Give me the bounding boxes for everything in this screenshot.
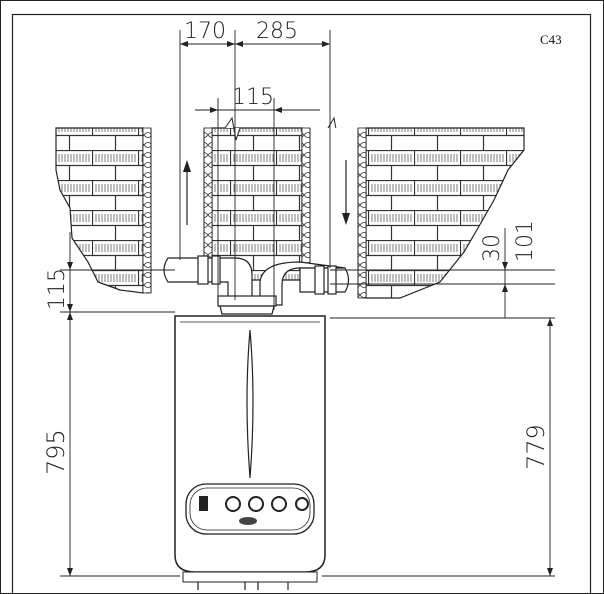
dimension-285-label: 285 bbox=[256, 19, 298, 44]
arrow-down-icon bbox=[342, 213, 350, 225]
boiler-front-stripe bbox=[246, 329, 254, 479]
boiler-unit bbox=[174, 315, 326, 590]
arrow-up-icon bbox=[183, 160, 191, 172]
figure-label: C43 bbox=[540, 32, 562, 47]
dimension-795-label: 795 bbox=[42, 429, 70, 475]
dhw-knob-icon bbox=[271, 496, 287, 512]
dimension-115-top-label: 115 bbox=[232, 85, 274, 110]
dimension-lines bbox=[60, 30, 555, 577]
building-wall bbox=[55, 116, 525, 299]
selector-knob-icon bbox=[225, 496, 241, 512]
flue-pipes bbox=[163, 255, 350, 315]
dimension-30-label: 30 bbox=[480, 234, 505, 262]
dimension-115-side-label: 115 bbox=[45, 268, 70, 310]
dimension-170-label: 170 bbox=[184, 19, 226, 44]
brand-logo-icon bbox=[239, 517, 257, 525]
dimension-101-label: 101 bbox=[513, 220, 538, 262]
display-window bbox=[199, 496, 208, 511]
dimension-779-label: 779 bbox=[522, 424, 550, 470]
pressure-gauge-icon bbox=[295, 497, 309, 511]
inner-frame bbox=[11, 13, 592, 594]
dimension-arrows bbox=[67, 41, 553, 576]
boiler-control-panel bbox=[185, 483, 315, 535]
temperature-knob-icon bbox=[248, 496, 264, 512]
